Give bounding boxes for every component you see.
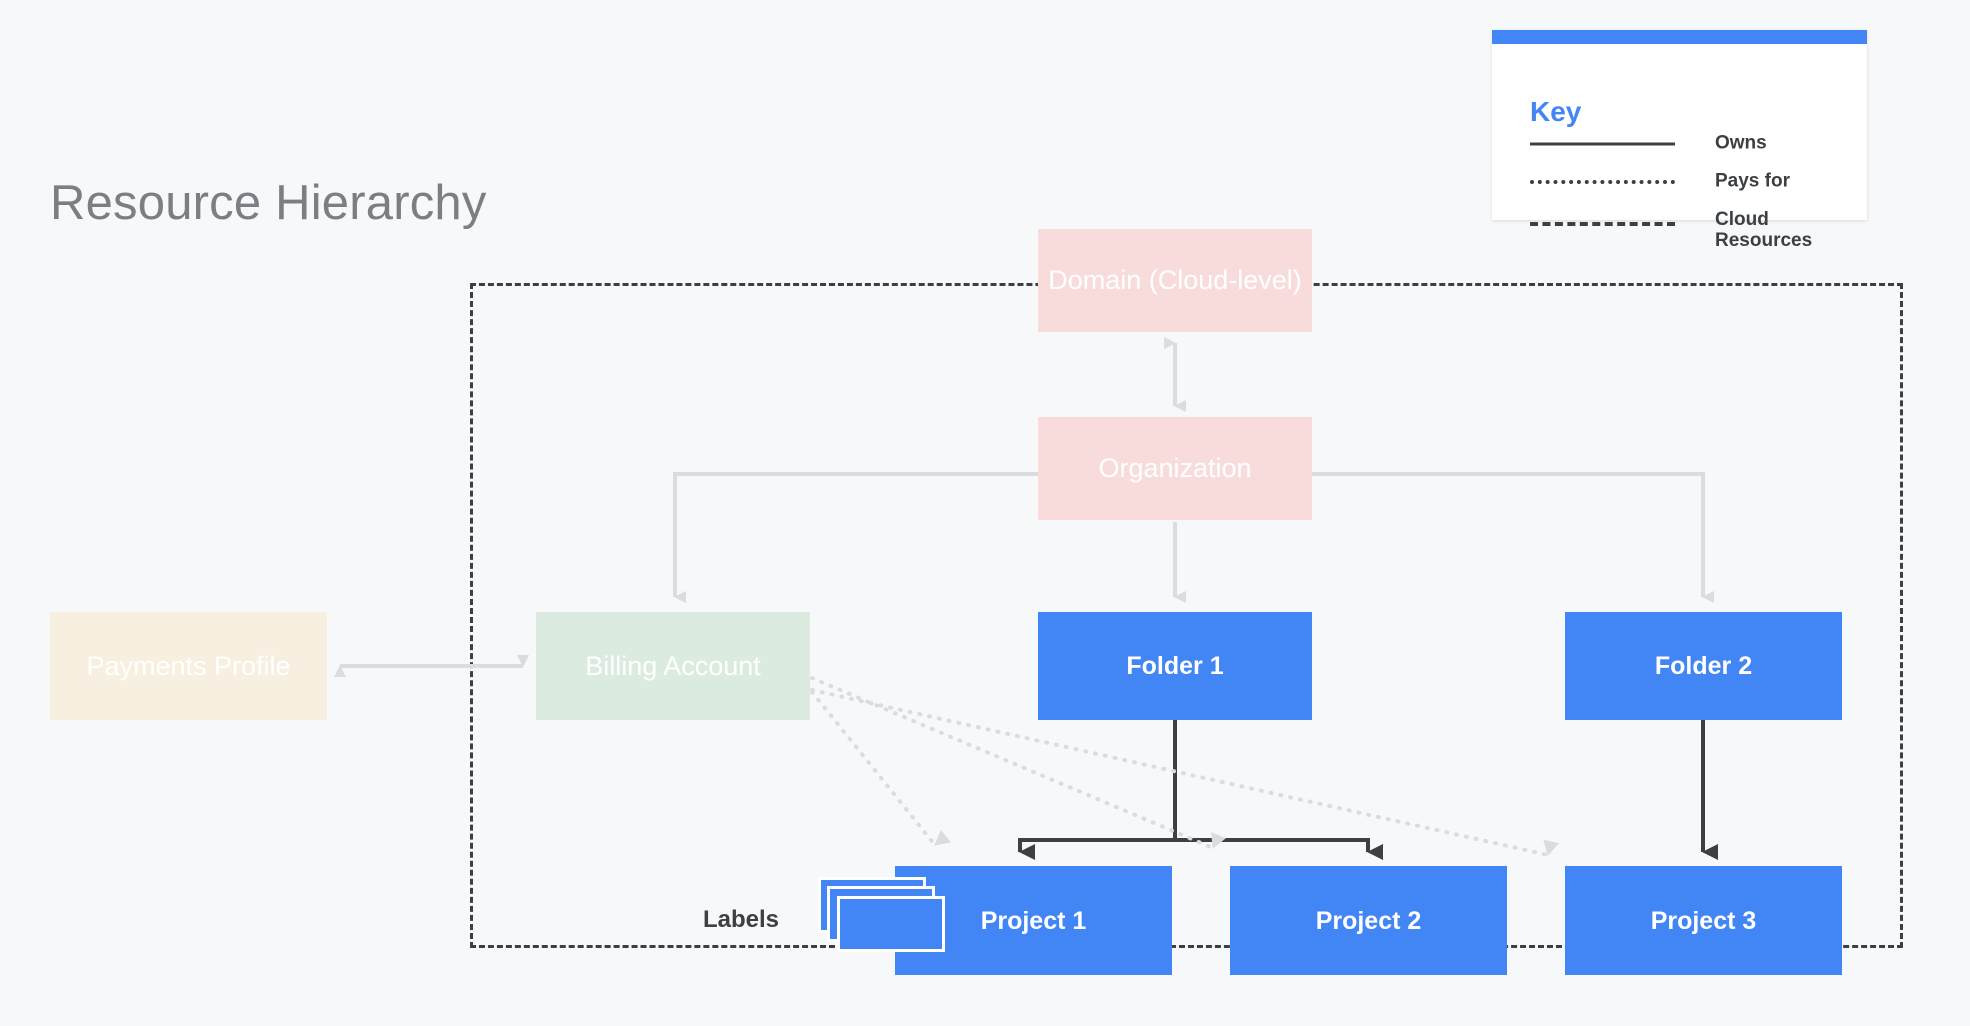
- edge-folder1-projects: [1018, 720, 1383, 860]
- edge-billing-project1-pays-for: [810, 690, 951, 847]
- page-title: Resource Hierarchy: [50, 176, 487, 230]
- node-folder-1[interactable]: Folder 1: [1038, 612, 1312, 720]
- labels-caption: Labels: [703, 906, 780, 933]
- key-entry-label: Pays for: [1715, 170, 1790, 192]
- node-billing-account[interactable]: Billing Account: [536, 612, 810, 720]
- node-folder-2[interactable]: Folder 2: [1565, 612, 1842, 720]
- node-project-2[interactable]: Project 2: [1230, 866, 1507, 975]
- label-card: [837, 896, 945, 952]
- edge-organization-folder2: [1312, 472, 1714, 603]
- key-entry-label: Owns: [1715, 132, 1767, 154]
- node-payments-profile[interactable]: Payments Profile: [50, 612, 327, 720]
- labels-card-stack[interactable]: [818, 877, 948, 955]
- key-entry-label: Cloud Resources: [1715, 209, 1813, 251]
- solid-line-sample-icon: [1530, 142, 1675, 146]
- node-domain[interactable]: Domain (Cloud-level): [1038, 229, 1312, 332]
- dashed-line-sample-icon: [1530, 222, 1675, 226]
- edge-organization-billing: [673, 472, 1038, 603]
- key-entry-pays-for: Pays for: [1530, 168, 1850, 196]
- node-organization[interactable]: Organization: [1038, 417, 1312, 520]
- key-title: Key: [1530, 96, 1582, 127]
- dotted-line-sample-icon: [1530, 180, 1675, 184]
- key-card-accent-bar: [1492, 30, 1867, 44]
- key-entry-owns: Owns: [1530, 130, 1850, 158]
- node-project-3[interactable]: Project 3: [1565, 866, 1842, 975]
- key-legend-card: Key Owns Pays for Cloud Resources: [1492, 30, 1867, 251]
- key-entry-cloud-resources: Cloud Resources: [1530, 209, 1850, 251]
